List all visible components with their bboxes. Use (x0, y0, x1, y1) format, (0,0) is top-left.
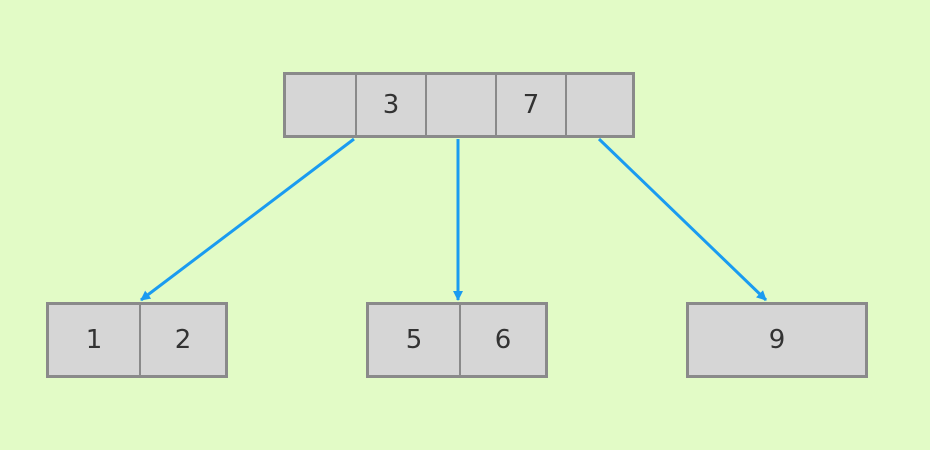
leaf-key: 2 (174, 325, 192, 355)
leaf-node-middle: 5 6 (366, 302, 548, 378)
leaf-node-left: 1 2 (46, 302, 228, 378)
edge-root-to-right-child (597, 137, 768, 302)
leaf-key: 6 (494, 325, 512, 355)
leaf-node-right: 9 (686, 302, 868, 378)
root-node: 3 7 (283, 72, 635, 138)
edge-root-to-left-child (140, 137, 355, 302)
leaf-key: 1 (49, 305, 141, 375)
root-key: 7 (497, 75, 567, 135)
leaf-key: 5 (369, 305, 461, 375)
leaf-key: 9 (768, 325, 786, 355)
root-key: 3 (357, 75, 427, 135)
root-pointer-slot (286, 75, 357, 135)
root-pointer-slot (427, 75, 497, 135)
root-pointer-slot (567, 75, 632, 135)
